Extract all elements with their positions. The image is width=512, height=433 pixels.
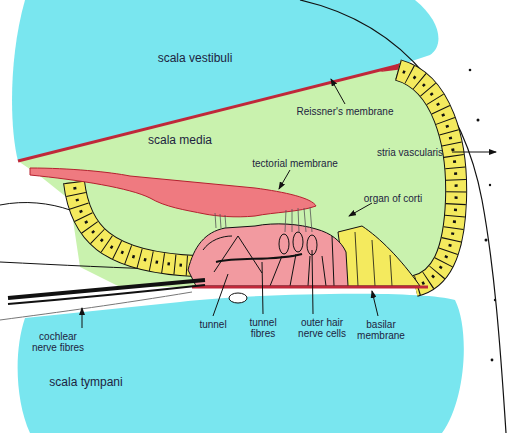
part-label: tunnel — [191, 319, 235, 330]
bone-line — [0, 203, 70, 210]
region-shape — [18, 60, 463, 290]
claudius-cells — [338, 226, 420, 286]
region-name: scala tympani — [26, 375, 146, 389]
bone-line — [0, 292, 192, 320]
region-name: scala vestibuli — [125, 51, 265, 65]
part-label: organ of corti — [353, 193, 433, 204]
region-fill — [18, 294, 464, 433]
stereocilia — [215, 207, 312, 232]
organ-of-corti — [188, 224, 348, 286]
region-fill — [18, 65, 458, 287]
leader-lines — [82, 79, 496, 328]
limbus-cells — [74, 182, 195, 266]
tunnel-fibres — [216, 254, 302, 262]
part-label: cochlear nerve fibres — [26, 331, 90, 353]
part-label: tectorial membrane — [240, 158, 350, 169]
cochlear-duct-region: scala tympani — [12, 288, 472, 433]
part-label: Reissner's membrane — [285, 106, 405, 117]
part-label: tunnel fibres — [243, 317, 283, 339]
part-label: outer hair nerve cells — [294, 317, 350, 339]
reissner-membrane — [18, 65, 400, 161]
nerve-fibre — [8, 280, 205, 298]
region-name: scala media — [120, 133, 240, 147]
cell-walls — [355, 232, 392, 286]
bone-specks — [469, 69, 496, 362]
basilar-membrane — [192, 286, 428, 289]
corti-cells — [203, 232, 334, 286]
bone-line — [0, 262, 185, 270]
nerve-fibre — [8, 285, 205, 304]
spiral-vessel — [229, 293, 247, 303]
tectorial-membrane — [30, 168, 316, 217]
membrane-end — [380, 63, 412, 72]
bone-wall — [300, 0, 506, 433]
stria-vascularis — [398, 70, 456, 286]
part-label: stria vascularis — [368, 147, 452, 158]
region-shape — [12, 288, 472, 433]
cochlear-duct-region: scala media — [18, 60, 463, 290]
part-label: basilar membrane — [353, 319, 409, 341]
